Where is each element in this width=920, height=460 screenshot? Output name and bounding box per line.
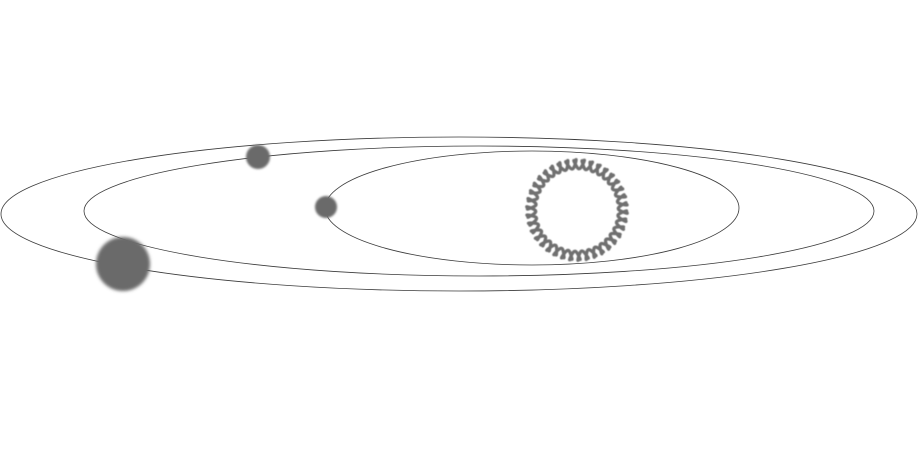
middle-orbit <box>83 145 875 277</box>
planet-small-icon <box>315 196 337 218</box>
wavy-ring-star-icon <box>525 158 629 262</box>
outer-orbit <box>0 136 918 292</box>
planet-large-icon <box>96 237 150 291</box>
star-ring <box>525 158 629 262</box>
planet-medium-icon <box>246 145 270 169</box>
